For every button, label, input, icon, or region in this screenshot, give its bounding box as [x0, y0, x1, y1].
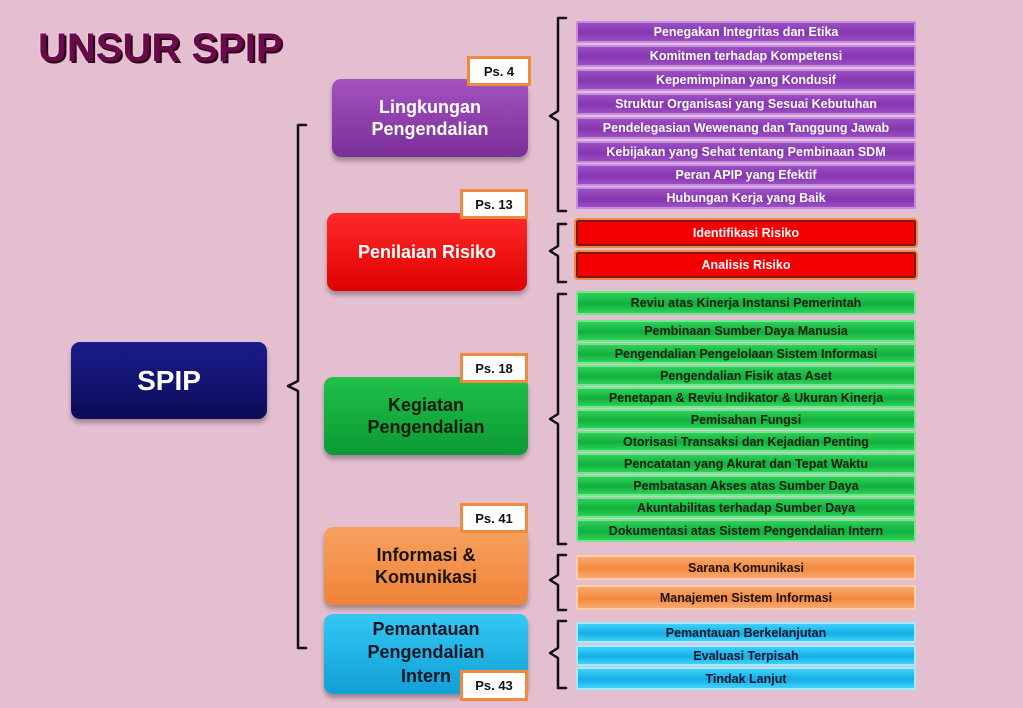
- list-item: Pengendalian Pengelolaan Sistem Informas…: [576, 343, 916, 364]
- list-item: Dokumentasi atas Sistem Pengendalian Int…: [576, 519, 916, 542]
- brace-penilaian: [548, 222, 568, 284]
- list-item: Komitmen terhadap Kompetensi: [576, 45, 916, 67]
- ref-badge-ps43: Ps. 43: [460, 670, 528, 701]
- list-item: Pembinaan Sumber Daya Manusia: [576, 320, 916, 342]
- list-item: Pemisahan Fungsi: [576, 409, 916, 430]
- list-item: Kebijakan yang Sehat tentang Pembinaan S…: [576, 141, 916, 163]
- list-item: Struktur Organisasi yang Sesuai Kebutuha…: [576, 93, 916, 115]
- list-item: Peran APIP yang Efektif: [576, 164, 916, 186]
- category-label-line: Penilaian Risiko: [357, 241, 497, 262]
- list-item: Kepemimpinan yang Kondusif: [576, 69, 916, 91]
- list-item: Pembatasan Akses atas Sumber Daya: [576, 475, 916, 496]
- list-item: Identifikasi Risiko: [574, 218, 918, 248]
- list-item: Pendelegasian Wewenang dan Tanggung Jawa…: [576, 117, 916, 139]
- spip-root-node: SPIP: [71, 342, 267, 419]
- category-label-line: Kegiatan: [387, 394, 465, 415]
- list-item: Otorisasi Transaksi dan Kejadian Penting: [576, 431, 916, 452]
- list-item: Pencatatan yang Akurat dan Tepat Waktu: [576, 453, 916, 474]
- main-brace: [286, 123, 308, 650]
- category-label-line: Pengendalian: [367, 642, 485, 663]
- ref-badge-ps41: Ps. 41: [460, 503, 528, 533]
- brace-pemantauan: [548, 619, 568, 690]
- page-title: UNSUR SPIP: [38, 26, 283, 70]
- category-label-line: Pengendalian: [371, 119, 489, 139]
- list-item: Analisis Risiko: [574, 250, 918, 280]
- brace-lingkungan: [548, 16, 568, 213]
- list-item: Sarana Komunikasi: [576, 555, 916, 580]
- list-item: Evaluasi Terpisah: [576, 645, 916, 666]
- category-label-line: Informasi &: [376, 544, 476, 565]
- category-kegiatan-pengendalian: Kegiatan Pengendalian: [324, 377, 528, 455]
- list-item: Pemantauan Berkelanjutan: [576, 622, 916, 643]
- list-item: Penetapan & Reviu Indikator & Ukuran Kin…: [576, 387, 916, 408]
- list-item: Tindak Lanjut: [576, 667, 916, 690]
- list-item: Akuntabilitas terhadap Sumber Daya: [576, 497, 916, 518]
- list-item: Pengendalian Fisik atas Aset: [576, 365, 916, 386]
- list-item: Reviu atas Kinerja Instansi Pemerintah: [576, 291, 916, 315]
- category-label-line: Pemantauan: [372, 619, 480, 639]
- category-informasi-komunikasi: Informasi & Komunikasi: [324, 527, 528, 605]
- ref-badge-ps4: Ps. 4: [467, 56, 531, 86]
- category-label-line: Lingkungan: [379, 96, 481, 117]
- list-item: Manajemen Sistem Informasi: [576, 585, 916, 610]
- category-label-line: Komunikasi: [374, 567, 478, 587]
- category-penilaian-risiko: Penilaian Risiko: [327, 213, 527, 291]
- brace-kegiatan: [548, 292, 568, 546]
- ref-badge-ps18: Ps. 18: [460, 353, 528, 383]
- list-item: Penegakan Integritas dan Etika: [576, 21, 916, 43]
- ref-badge-ps13: Ps. 13: [460, 189, 528, 219]
- category-lingkungan-pengendalian: Lingkungan Pengendalian: [332, 79, 528, 157]
- list-item: Hubungan Kerja yang Baik: [576, 187, 916, 209]
- category-label-line: Pengendalian: [367, 417, 485, 437]
- category-label-line: Intern: [400, 665, 451, 686]
- brace-informasi: [548, 553, 568, 612]
